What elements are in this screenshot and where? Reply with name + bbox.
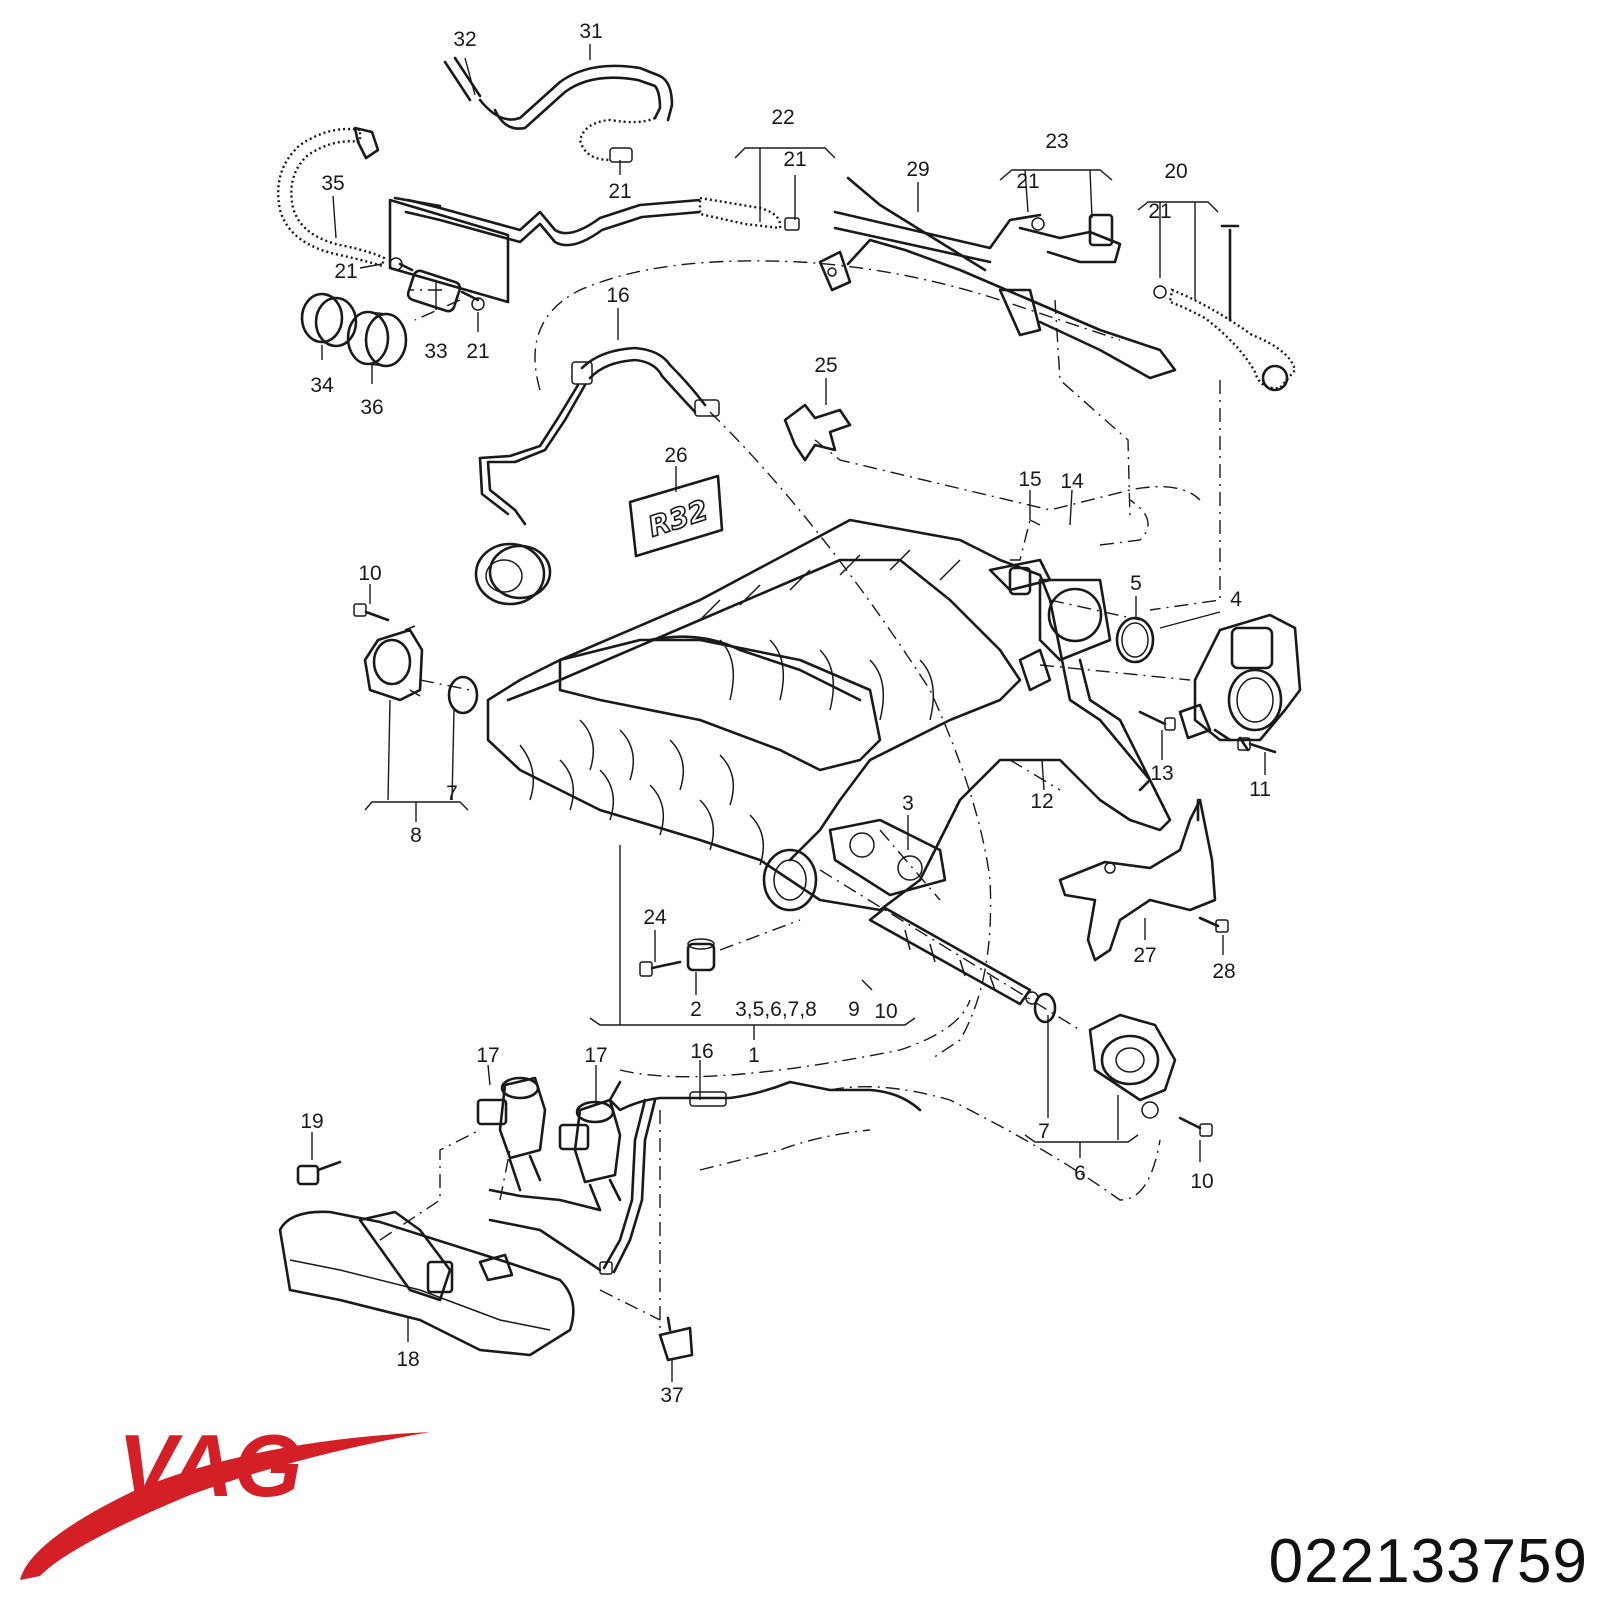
label-3-5-6-7-8: 3,5,6,7,8 bbox=[735, 998, 817, 1021]
label-29: 29 bbox=[906, 158, 929, 181]
filter-33 bbox=[388, 196, 510, 313]
label-20: 20 bbox=[1164, 160, 1187, 183]
brand-name: VAG bbox=[118, 1416, 302, 1515]
o-ring-7 bbox=[447, 675, 479, 715]
hose-20 bbox=[1153, 224, 1297, 392]
throttle-body-4 bbox=[1178, 613, 1302, 752]
label-37: 37 bbox=[660, 1384, 683, 1407]
label-21-g: 21 bbox=[466, 340, 489, 363]
bushing-2 bbox=[686, 938, 716, 972]
vag-logo: VAG bbox=[20, 1416, 430, 1580]
breather-hose-31 bbox=[443, 56, 674, 163]
label-14: 14 bbox=[1060, 470, 1084, 493]
bolt-10 bbox=[353, 603, 390, 622]
label-35: 35 bbox=[321, 172, 344, 195]
solenoid-valve-17a bbox=[476, 1076, 547, 1192]
clamp-ring-36 bbox=[346, 310, 408, 368]
label-11: 11 bbox=[1249, 778, 1271, 801]
vacuum-line-16-lower bbox=[488, 1080, 922, 1275]
label-21-d: 21 bbox=[1016, 170, 1039, 193]
label-13: 13 bbox=[1150, 762, 1173, 785]
label-21-c: 21 bbox=[334, 260, 357, 283]
bolt-28 bbox=[1198, 916, 1229, 933]
bolt-19 bbox=[296, 1160, 342, 1186]
routing-lines bbox=[379, 260, 1221, 1330]
label-33: 33 bbox=[424, 340, 447, 363]
label-23: 23 bbox=[1045, 130, 1068, 153]
label-25: 25 bbox=[814, 354, 837, 377]
clip-25 bbox=[783, 403, 852, 462]
logo-swoosh bbox=[20, 1432, 430, 1580]
flap-unit-6 bbox=[1088, 1013, 1177, 1119]
label-22: 22 bbox=[771, 106, 794, 129]
label-10-right: 10 bbox=[1190, 1170, 1213, 1193]
vacuum-hose-35 bbox=[277, 126, 386, 268]
cover-18 bbox=[278, 1210, 575, 1357]
vacuum-line-16 bbox=[474, 346, 720, 606]
label-2: 2 bbox=[690, 998, 702, 1021]
intake-manifold-1 bbox=[486, 518, 1172, 912]
label-17-a: 17 bbox=[476, 1044, 499, 1067]
label-21-a: 21 bbox=[783, 148, 806, 171]
label-16-top: 16 bbox=[606, 284, 629, 307]
part-number: 022133759 bbox=[1269, 1527, 1588, 1596]
label-9: 9 bbox=[848, 998, 860, 1021]
label-16-bottom: 16 bbox=[690, 1040, 713, 1063]
connector-37 bbox=[658, 1316, 694, 1362]
label-4: 4 bbox=[1230, 588, 1242, 611]
bracket-27 bbox=[1058, 798, 1217, 962]
bolt-11 bbox=[1237, 737, 1277, 754]
label-5: 5 bbox=[1130, 572, 1142, 595]
label-32: 32 bbox=[453, 28, 476, 51]
label-18: 18 bbox=[396, 1348, 419, 1371]
bolt-10-right bbox=[1178, 1116, 1213, 1137]
label-31: 31 bbox=[579, 20, 602, 43]
flap-unit-8 bbox=[363, 625, 424, 702]
label-3: 3 bbox=[902, 792, 914, 815]
label-17-b: 17 bbox=[584, 1044, 607, 1067]
label-27: 27 bbox=[1133, 944, 1156, 967]
fuel-pipes-29 bbox=[818, 176, 1177, 380]
label-21-e: 21 bbox=[1148, 200, 1171, 223]
label-1: 1 bbox=[748, 1044, 760, 1067]
label-7-left: 7 bbox=[446, 782, 458, 805]
shaft-9 bbox=[868, 906, 1039, 1006]
bolt-24 bbox=[639, 960, 682, 977]
label-10-mid: 10 bbox=[874, 1000, 897, 1023]
label-15: 15 bbox=[1018, 468, 1041, 491]
label-8: 8 bbox=[410, 824, 422, 847]
label-26: 26 bbox=[664, 444, 687, 467]
o-ring-5 bbox=[1115, 616, 1155, 664]
solenoid-valve-17b bbox=[558, 1098, 622, 1212]
seal-ring-34 bbox=[300, 292, 358, 348]
bolt-13 bbox=[1138, 710, 1176, 731]
label-10-left: 10 bbox=[358, 562, 381, 585]
leader-lines bbox=[311, 44, 1266, 1382]
label-28: 28 bbox=[1212, 960, 1235, 983]
label-19: 19 bbox=[300, 1110, 323, 1133]
label-6: 6 bbox=[1074, 1162, 1086, 1185]
label-34: 34 bbox=[310, 374, 334, 397]
label-24: 24 bbox=[643, 906, 667, 929]
o-ring-7-right bbox=[1033, 992, 1057, 1024]
gasket-3 bbox=[828, 818, 947, 897]
label-21-b: 21 bbox=[608, 180, 631, 203]
label-7-right: 7 bbox=[1038, 1120, 1050, 1143]
label-12: 12 bbox=[1030, 790, 1053, 813]
callout-labels: 32 31 22 21 21 35 21 29 23 21 21 20 21 3… bbox=[300, 20, 1271, 1407]
label-36: 36 bbox=[360, 396, 383, 419]
